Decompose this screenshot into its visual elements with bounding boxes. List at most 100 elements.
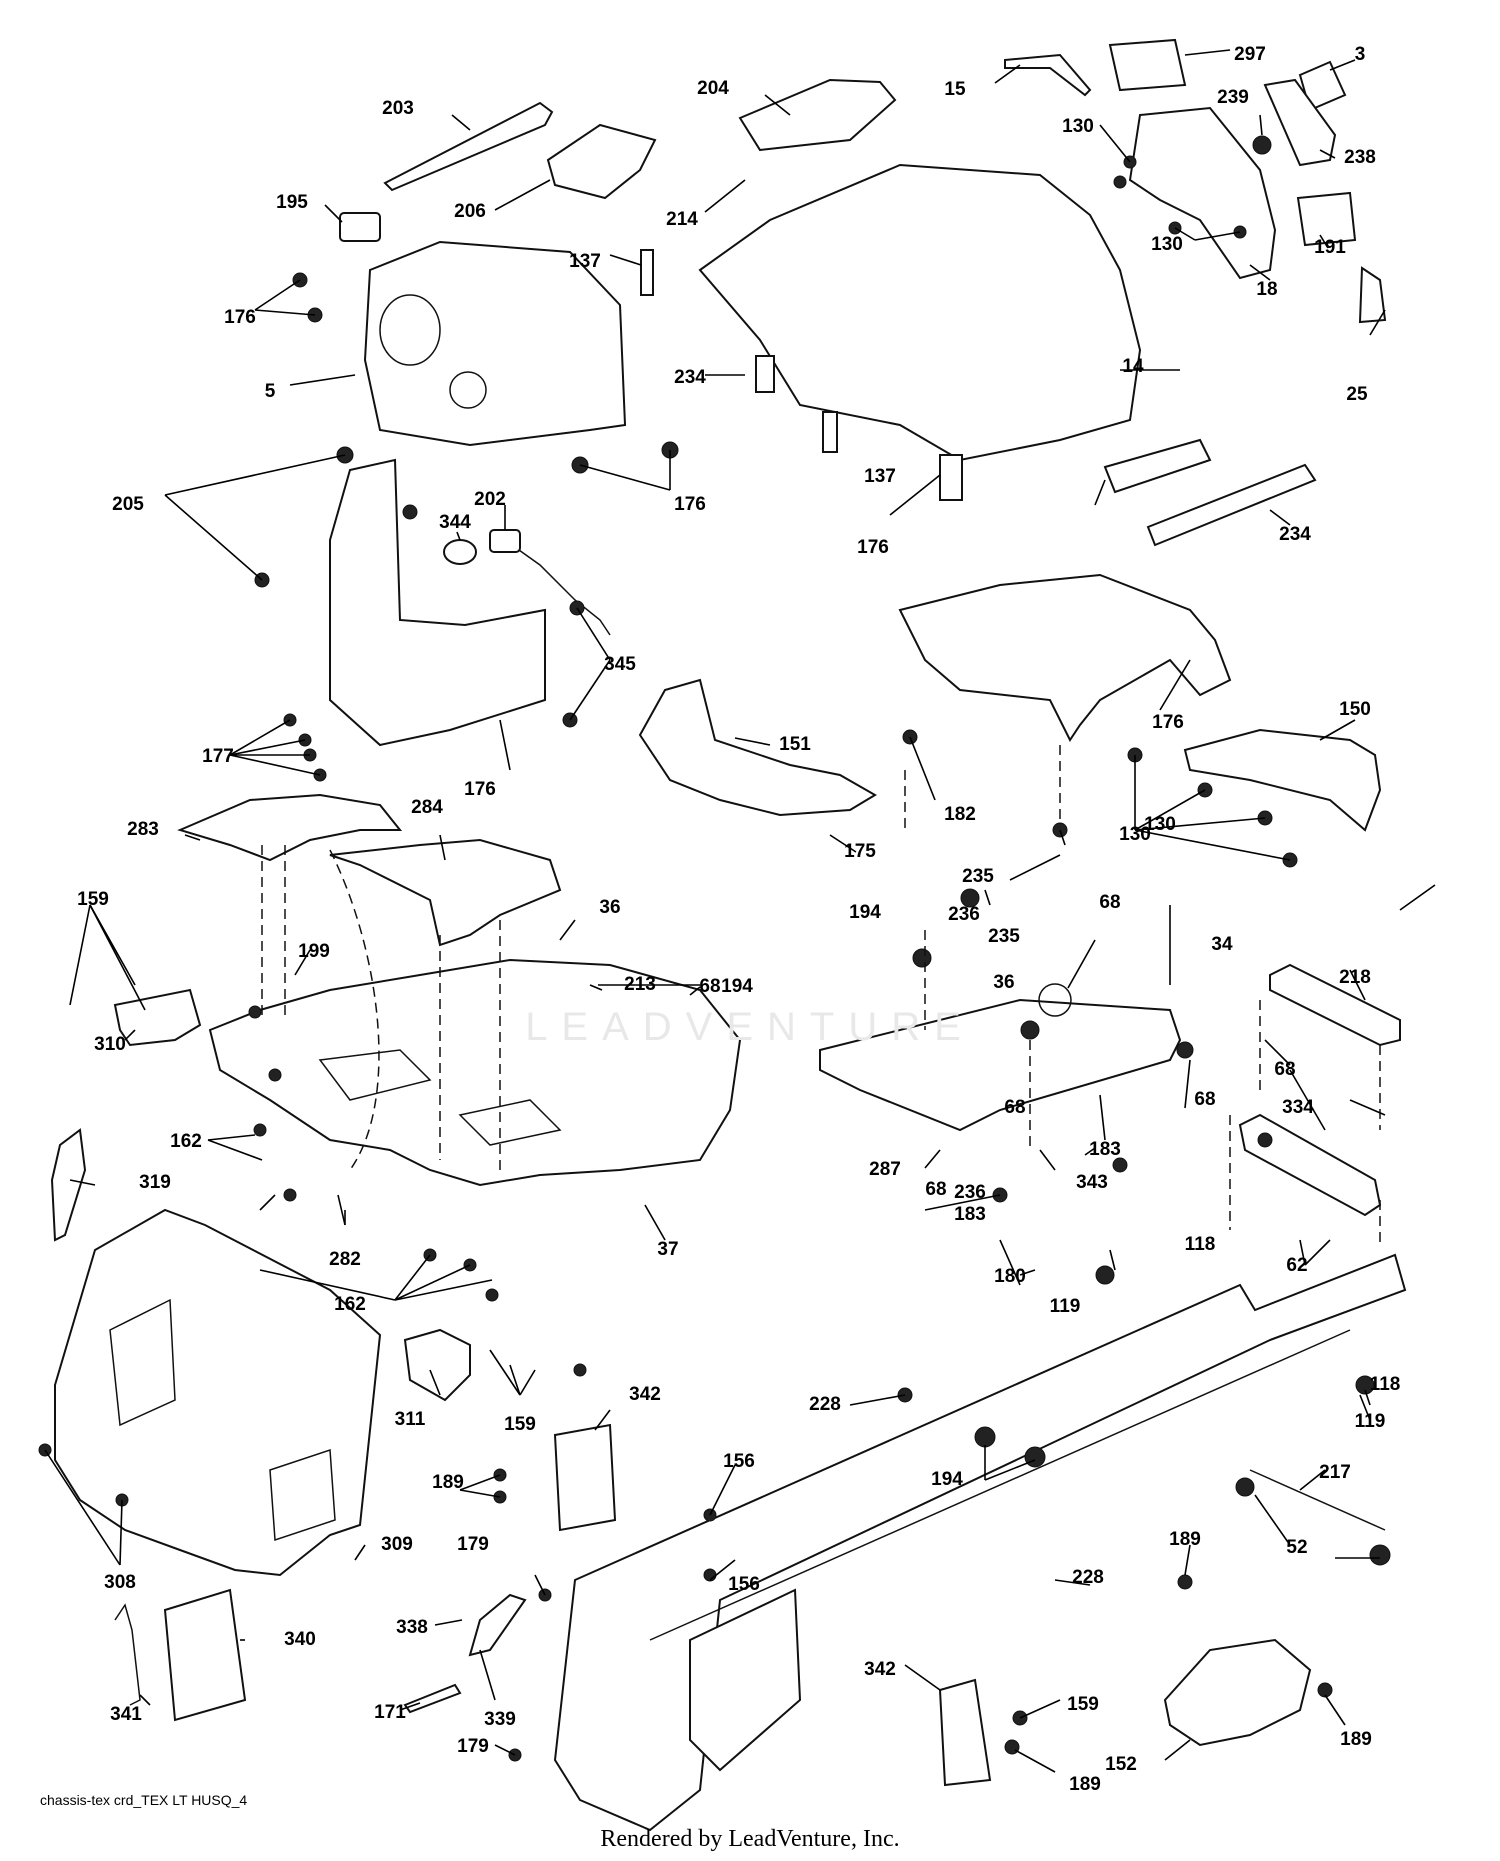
leader-line [849, 1394, 906, 1406]
leader-line [519, 1369, 536, 1396]
leader-line [1364, 1389, 1371, 1406]
part-150-shroud [898, 573, 1232, 742]
leader-line [1254, 1494, 1291, 1546]
callout-label: 214 [666, 209, 698, 230]
part-137-pad-upper [640, 249, 654, 296]
callout-label: 236 [954, 1182, 986, 1203]
leader-line [254, 279, 301, 311]
callout-label: 118 [1370, 1374, 1401, 1395]
leader-line [337, 1194, 346, 1226]
part-344-switch [489, 529, 521, 553]
leader-line [184, 834, 201, 841]
part-344-cable [504, 539, 611, 636]
part-137-pad-lower [822, 411, 838, 453]
leader-line [429, 1369, 441, 1396]
guide-line [329, 849, 380, 1171]
leader-line [1134, 829, 1291, 861]
callout-label: 52 [1286, 1537, 1307, 1558]
leader-line [207, 1134, 256, 1141]
leader-line [254, 309, 316, 316]
leader-line [456, 531, 461, 541]
callout-label: 162 [170, 1131, 202, 1152]
drawing-code: chassis-tex crd_TEX LT HUSQ_4 [40, 1792, 248, 1808]
part-191-lens [1296, 191, 1357, 247]
leader-line [89, 904, 146, 1011]
leader-line [1269, 509, 1291, 526]
leader-line [394, 1254, 431, 1301]
leader-line [69, 904, 91, 1006]
callout-label: 34 [1211, 934, 1233, 955]
leader-line [709, 1559, 736, 1581]
fastener [1252, 135, 1272, 155]
fastener [960, 888, 980, 908]
callout-label: 130 [1151, 234, 1183, 255]
leader-line [1289, 1069, 1326, 1131]
callout-label: 183 [954, 1204, 986, 1225]
leader-line [479, 1649, 496, 1701]
part-180-side-plate [689, 1588, 802, 1772]
leader-line [164, 454, 346, 496]
callout-label: 339 [484, 1709, 516, 1730]
part-203-grille-strip [383, 101, 554, 192]
callout-label: 334 [1282, 1097, 1314, 1118]
leader-lines [44, 49, 1436, 1773]
callout-label: 176 [1152, 712, 1184, 733]
callout-label: 205 [112, 494, 144, 515]
leader-line [594, 1409, 611, 1431]
callout-label: 177 [202, 746, 234, 767]
fastener [268, 1068, 282, 1082]
part-152-cover [1163, 1638, 1312, 1747]
leader-line [1099, 124, 1131, 163]
callout-label: 36 [993, 972, 1014, 993]
callout-label: 189 [432, 1472, 464, 1493]
leader-line [994, 64, 1021, 84]
leader-line [1299, 1239, 1306, 1266]
callout-label: 202 [474, 489, 506, 510]
leader-line [1059, 829, 1066, 846]
callout-label: 189 [1169, 1529, 1201, 1550]
rendered-by-credit: Rendered by LeadVenture, Inc. [600, 1826, 900, 1852]
fastener [283, 1188, 297, 1202]
callout-label: 342 [864, 1659, 896, 1680]
leader-line [764, 94, 791, 116]
leader-line [889, 474, 941, 516]
leader-line [924, 1194, 1001, 1211]
callout-label: 282 [329, 1249, 361, 1270]
part-341-wire [114, 1603, 141, 1706]
part-334-bracket [1238, 1113, 1382, 1217]
callout-label: 194 [849, 902, 881, 923]
leader-line [354, 1544, 366, 1561]
part-206-trim [546, 123, 657, 200]
callout-label: 3 [1355, 44, 1366, 65]
leader-line [324, 204, 343, 223]
leader-line [207, 1139, 263, 1161]
leader-line [1174, 227, 1196, 241]
leader-line [1134, 789, 1206, 831]
leader-line [439, 834, 446, 861]
leader-line [1259, 114, 1263, 136]
leader-line [734, 737, 771, 746]
callout-label: 287 [869, 1159, 901, 1180]
leader-line [1349, 1099, 1386, 1116]
leader-line [434, 1619, 463, 1626]
part-234-pad-lower [939, 454, 963, 501]
leader-line [644, 1204, 666, 1241]
leader-line [1099, 1094, 1106, 1141]
callout-label: 25 [1346, 384, 1368, 405]
callout-label: 159 [77, 889, 109, 910]
part-180-frame-rail [649, 1329, 1351, 1641]
leader-line [559, 919, 576, 941]
callout-label: 189 [1340, 1729, 1372, 1750]
leader-line [829, 834, 857, 853]
fastener [1112, 1157, 1128, 1173]
leader-line [999, 1239, 1021, 1286]
leader-line [576, 607, 611, 661]
leader-line [1319, 149, 1336, 159]
leader-line [1264, 1039, 1291, 1066]
callout-label: 195 [276, 192, 308, 213]
callout-label: 341 [110, 1704, 142, 1725]
part-205-strip [1103, 438, 1212, 494]
leader-line [459, 1489, 501, 1498]
part-34-plate [819, 998, 1182, 1132]
callout-label: 15 [944, 79, 966, 100]
